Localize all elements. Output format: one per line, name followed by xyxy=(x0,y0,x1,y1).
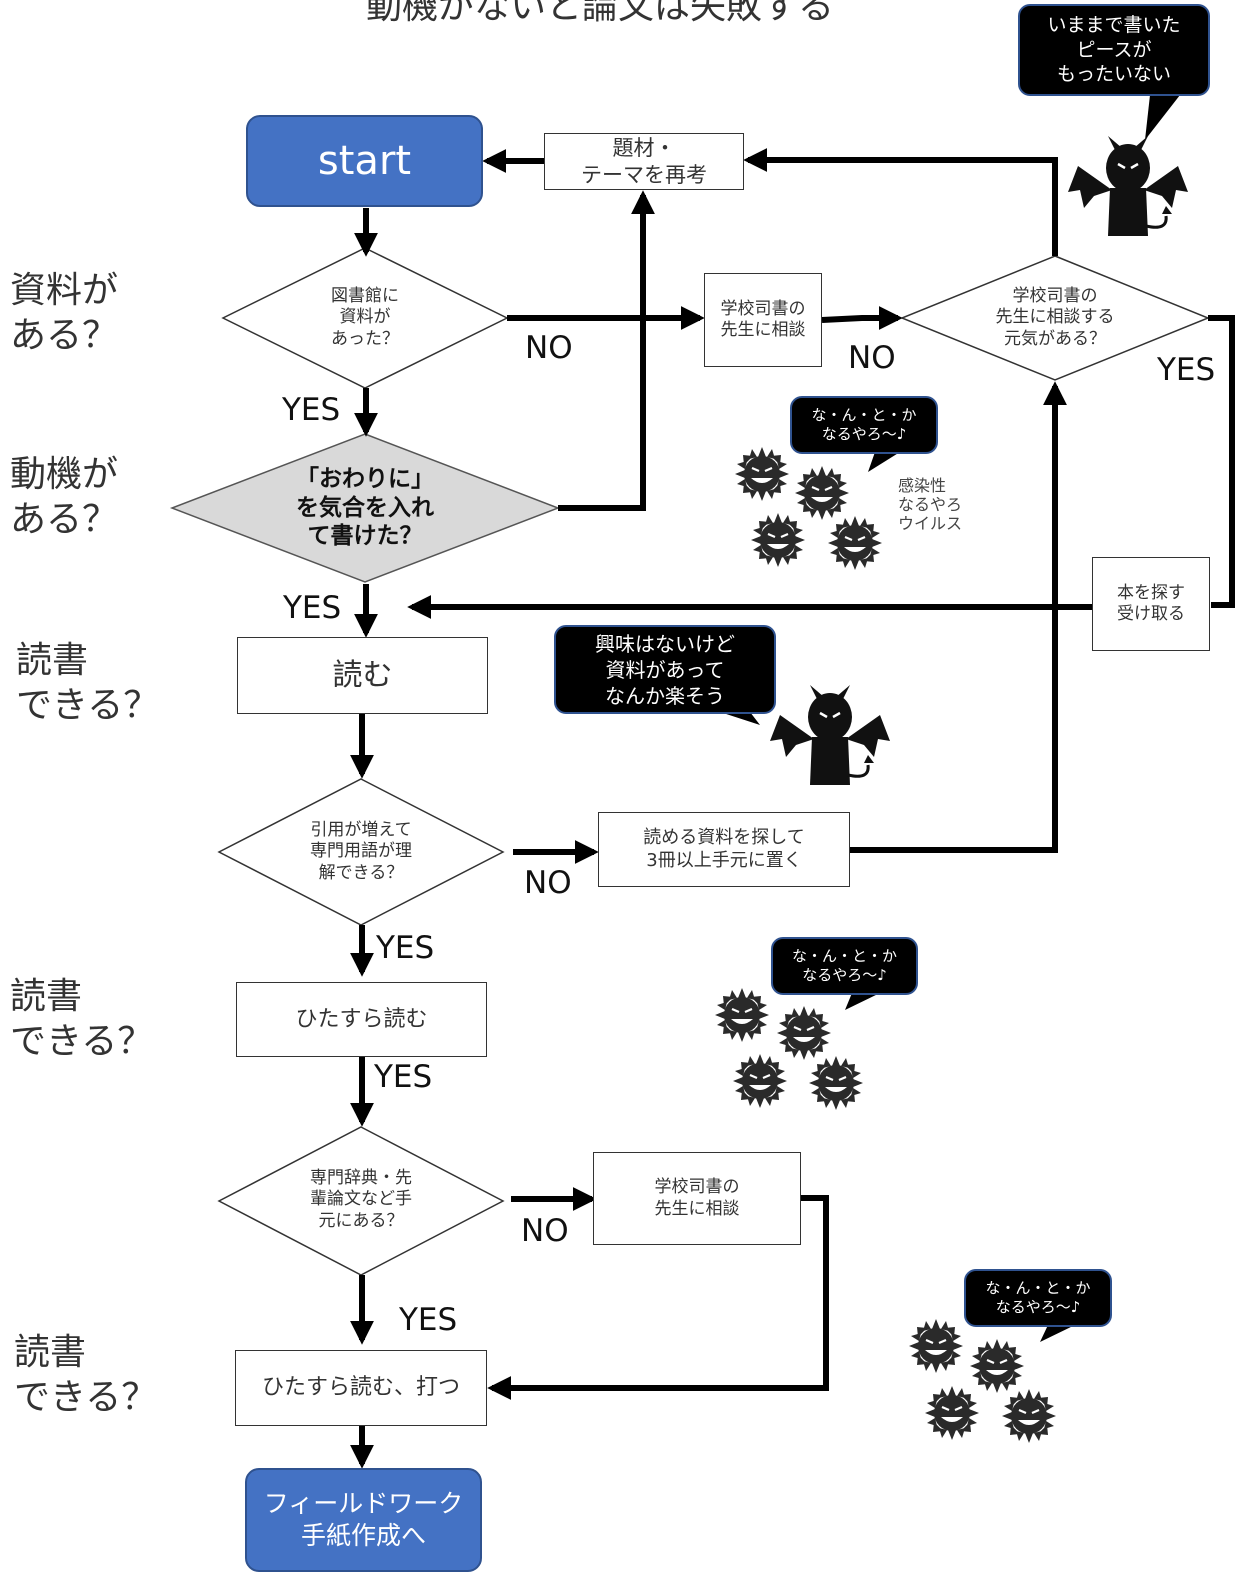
edge-label-yes: YES xyxy=(282,392,341,428)
edge-label-yes: YES xyxy=(283,590,342,626)
reconsider-box: 題材・ テーマを再考 xyxy=(544,133,744,190)
consult-librarian-box-2: 学校司書の 先生に相談 xyxy=(593,1152,801,1245)
understand-question-text: 引用が増えて 専門用語が理 解できる？ xyxy=(310,820,412,883)
virus-icon xyxy=(1000,1387,1058,1445)
virus-speech-bubble: な・ん・と・か なるやろ〜♪ xyxy=(964,1269,1112,1327)
devil-icon xyxy=(768,683,892,787)
edge-label-no: NO xyxy=(848,340,896,376)
virus-icon xyxy=(807,1054,865,1112)
find-books-box: 本を探す 受け取る xyxy=(1092,557,1210,651)
virus-icon xyxy=(733,445,791,503)
edge-label-yes: YES xyxy=(374,1059,433,1095)
consult-librarian-box: 学校司書の 先生に相談 xyxy=(704,273,822,367)
devil-icon xyxy=(1066,134,1190,238)
dictionary-question-text: 専門辞典・先 輩論文など手 元にある？ xyxy=(310,1168,412,1231)
edge-label-yes: YES xyxy=(399,1302,458,1338)
devil-speech-bubble: いままで書いた ピースが もったいない xyxy=(1018,4,1210,96)
virus-icon xyxy=(775,1004,833,1062)
start-node: start xyxy=(246,115,483,207)
edge-label-no: NO xyxy=(521,1213,569,1249)
virus-icon xyxy=(713,986,771,1044)
virus-icon xyxy=(793,464,851,522)
conclusion-question-diamond xyxy=(169,433,561,583)
virus-icon xyxy=(907,1317,965,1375)
energy-question-diamond xyxy=(900,255,1210,381)
edge-label-no: NO xyxy=(525,330,573,366)
virus-icon xyxy=(826,514,884,572)
read-type-box: ひたすら読む、打つ xyxy=(235,1350,487,1426)
energy-question-text: 学校司書の 先生に相談する 元気がある？ xyxy=(995,286,1115,349)
edge-label-yes: YES xyxy=(376,930,435,966)
find-readable-box: 読める資料を探して 3冊以上手元に置く xyxy=(598,812,850,887)
virus-speech-bubble: な・ん・と・か なるやろ〜♪ xyxy=(790,396,938,454)
side-label-reading-2: 読書 できる？ xyxy=(10,976,154,1062)
end-node: フィールドワーク 手紙作成へ xyxy=(245,1468,482,1572)
conclusion-question-text: 「おわりに」 を気合を入れ て書けた？ xyxy=(296,465,434,550)
virus-icon xyxy=(731,1052,789,1110)
virus-icon xyxy=(923,1384,981,1442)
edge-label-no: NO xyxy=(524,865,572,901)
page-title: 動機がないと論文は失敗する xyxy=(365,0,834,27)
read-box: 読む xyxy=(237,637,488,714)
library-question-text: 図書館に 資料が あった？ xyxy=(331,286,399,349)
virus-icon xyxy=(749,511,807,569)
side-label-reading-1: 読書 できる？ xyxy=(16,640,160,726)
side-label-motivation: 動機が ある？ xyxy=(10,454,119,540)
devil-speech-bubble: 興味はないけど 資料があって なんか楽そう xyxy=(554,625,776,714)
virus-icon xyxy=(968,1337,1026,1395)
edge-label-yes: YES xyxy=(1157,352,1216,388)
side-label-materials: 資料が ある？ xyxy=(10,270,119,356)
read-hard-box: ひたすら読む xyxy=(236,982,487,1057)
virus-speech-bubble: な・ん・と・か なるやろ〜♪ xyxy=(771,937,918,995)
side-label-reading-3: 読書 できる？ xyxy=(14,1332,158,1418)
virus-note: 感染性 なるやろ ウイルス xyxy=(898,476,963,533)
